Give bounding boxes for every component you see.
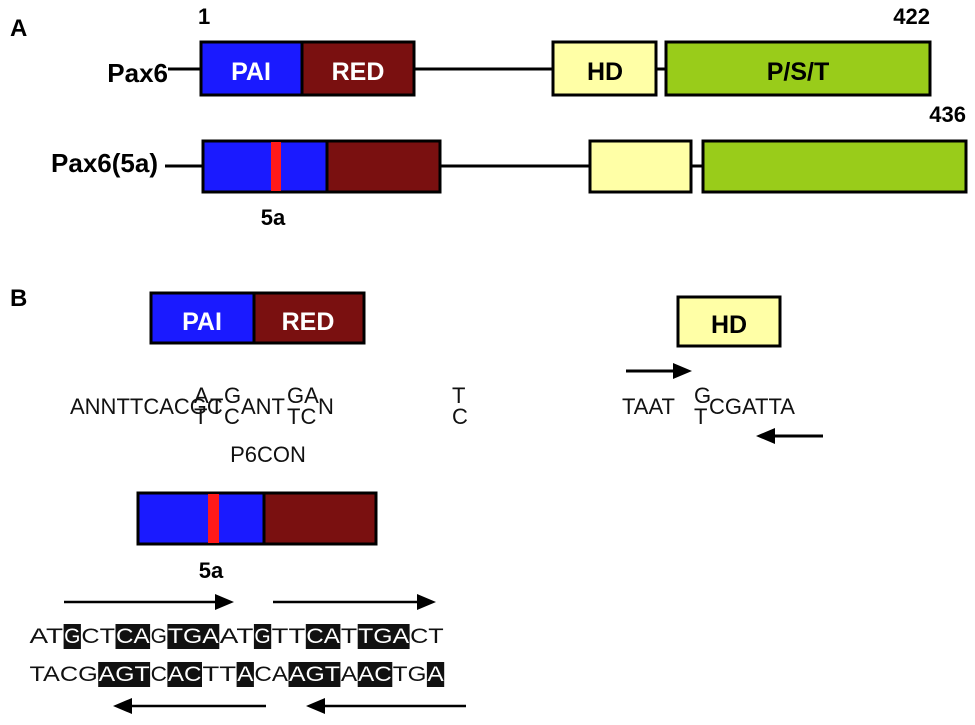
paired-red-label: RED bbox=[282, 308, 335, 336]
top-strand-base-segment: G bbox=[254, 625, 270, 648]
bottom-strand-base-segment: AC bbox=[168, 663, 202, 686]
five-a-label: 5a bbox=[199, 558, 224, 583]
bottom-strand-base-segment: AC bbox=[358, 663, 392, 686]
pax6-pst-label: P/S/T bbox=[767, 58, 830, 86]
bottom-strand-highlight-box bbox=[288, 662, 341, 687]
paired-5a-red-box bbox=[262, 491, 378, 546]
p6con-seq-main: ANNTTCACGC bbox=[70, 394, 223, 419]
p6con-alt4-bottom: C bbox=[452, 404, 468, 429]
pax6-pai-label: PAI bbox=[231, 58, 271, 86]
p6con-alt3-top: GA bbox=[287, 383, 319, 408]
pax6-5a-red-domain bbox=[325, 139, 442, 194]
top-strand-base-segment: CA bbox=[306, 625, 340, 648]
top-strand-highlight-box bbox=[357, 624, 410, 649]
top-strand-base-segment: AT bbox=[220, 625, 254, 648]
top-strand-highlight-box bbox=[167, 624, 220, 649]
bottom-strand-base-segment: C bbox=[151, 663, 167, 686]
top-strand-base-segment: G bbox=[151, 625, 167, 648]
top-strand-highlight-box bbox=[63, 624, 81, 649]
bottom-strand-base-segment: A bbox=[237, 663, 253, 686]
bottom-strand-base-segment: TACG bbox=[30, 663, 98, 686]
panel-a-label: A bbox=[10, 15, 27, 42]
top-strand-base-segment: CT bbox=[81, 625, 115, 648]
pax6-5a-pai-domain bbox=[201, 139, 329, 194]
top-strand-base-segment: AT bbox=[30, 625, 64, 648]
p6con-alt2-top: G bbox=[224, 383, 241, 408]
bottom-strand-highlight-box bbox=[357, 662, 393, 687]
top-strand-base-segment: G bbox=[64, 625, 80, 648]
pax6-pst-domain bbox=[664, 40, 932, 97]
paired-red-box bbox=[252, 291, 366, 345]
top-strand-base-segment: CA bbox=[116, 625, 150, 648]
pax6-start-number: 1 bbox=[198, 4, 210, 29]
p6con-seq-t: T bbox=[210, 394, 223, 419]
bottom-strand-highlight-box bbox=[98, 662, 151, 687]
top-strand-base-segment: TGA bbox=[168, 625, 219, 648]
bottom-strand-base-segment: AGT bbox=[289, 663, 340, 686]
p6con-alt1-top: A bbox=[194, 383, 209, 408]
p6con-alt2-bottom: C bbox=[224, 404, 240, 429]
bottom-strand-base-segment: TG bbox=[393, 663, 427, 686]
pax6-5a-label: Pax6(5a) bbox=[51, 148, 158, 178]
pax6-end-number: 422 bbox=[893, 4, 930, 29]
top-strand-base-segment: CT bbox=[410, 625, 444, 648]
hd-seq-right: CGATTA bbox=[709, 394, 795, 419]
pax6-red-domain bbox=[300, 40, 416, 97]
top-strand-base-segment: TGA bbox=[358, 625, 409, 648]
five-a-forward-arrow-right bbox=[273, 594, 436, 610]
hd-forward-arrow bbox=[626, 363, 692, 379]
hd-box bbox=[676, 295, 782, 348]
panel-b-label: B bbox=[10, 285, 27, 312]
pax6-label: Pax6 bbox=[107, 58, 168, 88]
top-strand-highlight-box bbox=[305, 624, 341, 649]
five-a-reverse-arrow-right bbox=[306, 698, 466, 714]
pax6-red-label: RED bbox=[332, 58, 385, 86]
hd-seq-alt-top: G bbox=[694, 383, 711, 408]
bottom-strand-base-segment: A bbox=[427, 663, 443, 686]
pax6-5a-insert-label: 5a bbox=[261, 205, 286, 230]
p6con-alt4-top: T bbox=[452, 383, 465, 408]
p6con-seq-n: N bbox=[318, 394, 334, 419]
p6con-seq-ant: ANT bbox=[241, 394, 285, 419]
p6con-consensus: ANNTTCACGC A T T G C ANT GA TC N T C bbox=[70, 383, 468, 429]
pax6-5a-end-number: 436 bbox=[929, 102, 966, 127]
hd-seq-left: TAAT bbox=[622, 394, 675, 419]
p6con-alt3-bottom: TC bbox=[287, 404, 316, 429]
paired-5a-pai-box bbox=[136, 491, 266, 546]
top-strand-base-segment: T bbox=[341, 625, 358, 648]
pax6-hd-label: HD bbox=[587, 58, 623, 86]
pax6-hd-domain bbox=[551, 40, 658, 97]
bottom-strand-base-segment: CA bbox=[254, 663, 288, 686]
paired-5a-insert-mark bbox=[208, 494, 219, 543]
top-strand-highlight-box bbox=[115, 624, 151, 649]
hd-box-label: HD bbox=[711, 311, 747, 339]
bottom-strand-highlight-box bbox=[167, 662, 202, 687]
p6con-alt1-bottom: T bbox=[194, 404, 207, 429]
bottom-strand-base-segment: AGT bbox=[99, 663, 150, 686]
pax6-5a-hd-domain bbox=[588, 139, 693, 194]
bottom-strand-highlight-box bbox=[236, 662, 254, 687]
p6con-caption: P6CON bbox=[230, 442, 306, 467]
top-strand-highlight-box bbox=[253, 624, 272, 649]
top-strand-base-segment: TT bbox=[272, 625, 306, 648]
paired-pai-label: PAI bbox=[182, 308, 222, 336]
five-a-reverse-arrow-left bbox=[113, 698, 266, 714]
five-a-forward-arrow-left bbox=[64, 594, 234, 610]
bottom-strand-base-segment: TT bbox=[203, 663, 237, 686]
pax6-5a-insert-mark bbox=[271, 142, 281, 191]
bottom-strand-highlight-box bbox=[426, 662, 445, 687]
hd-reverse-arrow bbox=[756, 428, 823, 444]
hd-seq-alt-bottom: T bbox=[694, 404, 707, 429]
pax6-5a-pst-domain bbox=[701, 139, 968, 194]
bottom-strand-base-segment: A bbox=[341, 663, 357, 686]
hd-binding-sequence: TAAT G T CGATTA bbox=[622, 383, 795, 429]
